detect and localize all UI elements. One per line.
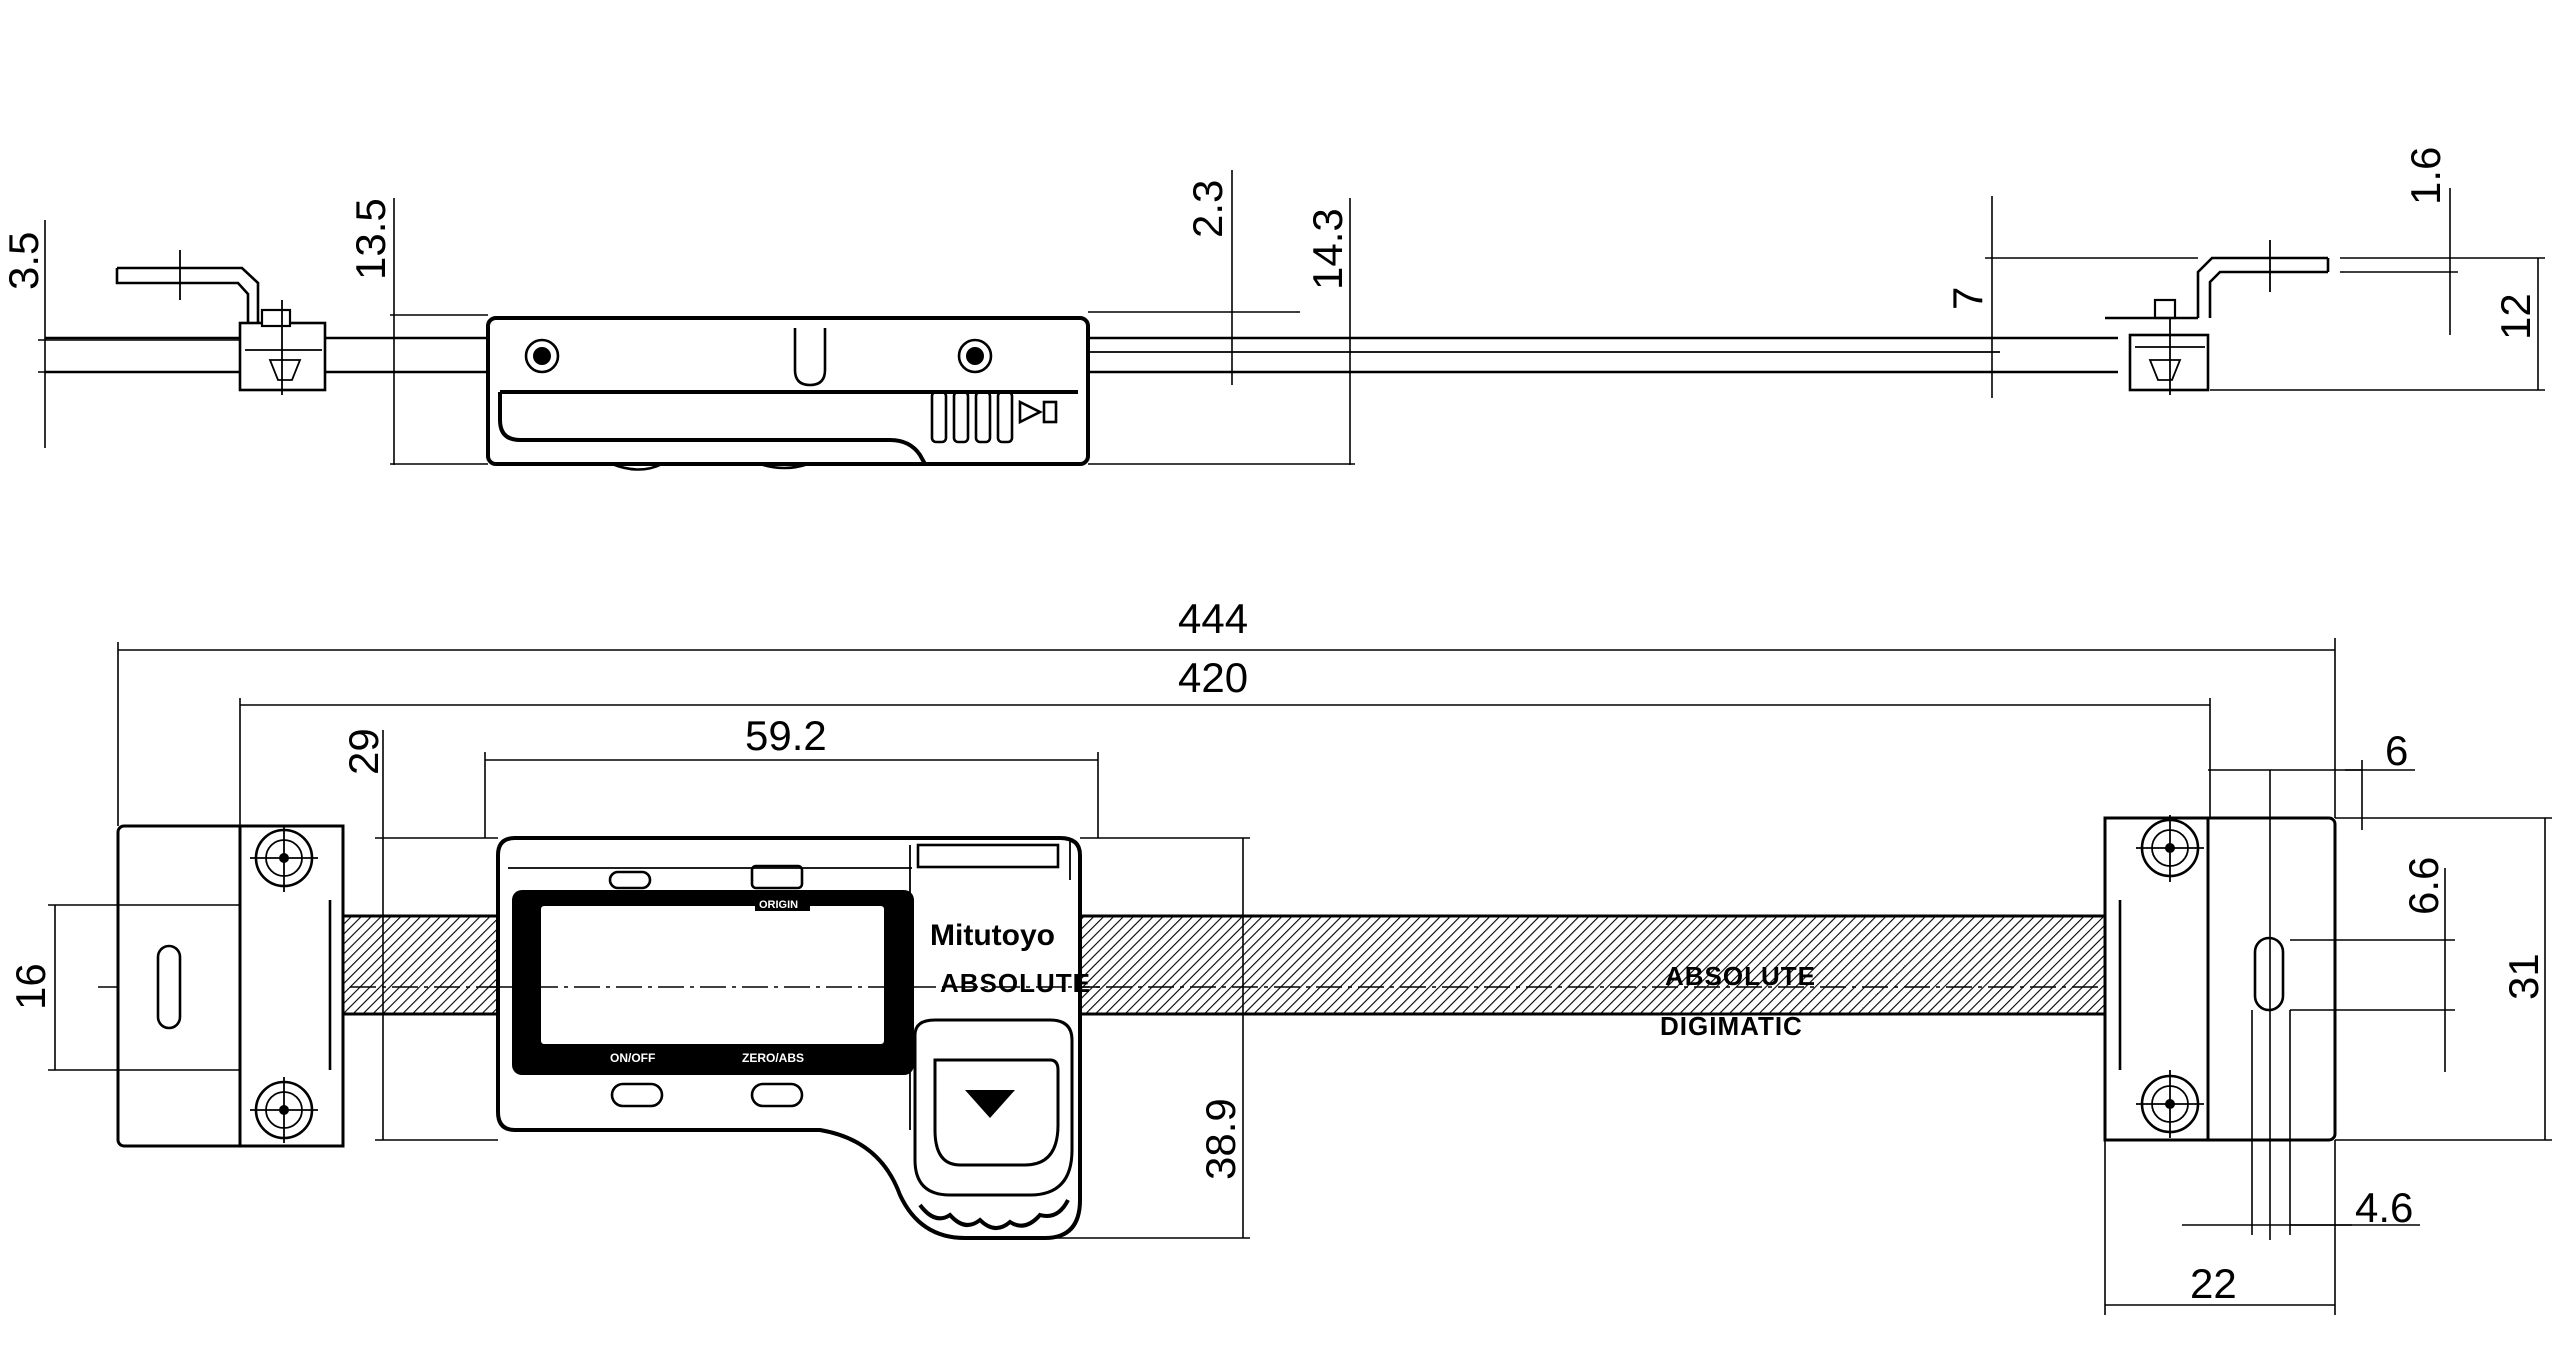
absolute-head-logo: ABSOLUTE [940,968,1091,998]
dim-31: 31 [2500,953,2547,1000]
dim-13-5: 13.5 [347,198,394,280]
front-view-dimension-lines [48,638,2552,1315]
scale-bar-front [98,914,2300,1016]
dim-3-5: 3.5 [0,232,47,290]
dim-2-3: 2.3 [1184,180,1231,238]
reading-head-front: ORIGIN ON/OFF ZERO/ABS Mitutoyo ABSOLUTE [490,836,1100,1240]
dim-14-3: 14.3 [1304,208,1351,290]
dim-444: 444 [1178,595,1248,642]
left-mounting-bracket-side [115,250,327,395]
digimatic-label: DIGIMATIC [1660,1011,1803,1041]
dim-7: 7 [1944,287,1991,310]
top-view-dimension-lines [38,170,2545,465]
right-mounting-bracket-side [2105,240,2330,395]
dim-420: 420 [1178,654,1248,701]
absolute-scale-logo: ABSOLUTE [1665,961,1816,991]
dim-16: 16 [7,963,54,1010]
dim-22: 22 [2190,1260,2237,1307]
dim-59-2: 59.2 [745,712,827,759]
dim-1-6: 1.6 [2402,147,2449,205]
dim-6: 6 [2385,727,2408,774]
front-view: ORIGIN ON/OFF ZERO/ABS Mitutoyo ABSOLUTE… [7,595,2552,1315]
dim-38-9: 38.9 [1197,1098,1244,1180]
top-view: 3.5 13.5 2.3 14.3 7 1.6 12 [0,147,2545,471]
origin-button-label: ORIGIN [759,899,798,911]
on-off-button[interactable] [610,1082,664,1108]
on-off-button-label: ON/OFF [610,1051,655,1065]
dim-12: 12 [2492,293,2539,340]
left-mounting-block [116,824,345,1148]
zero-abs-button[interactable] [750,1082,804,1108]
dim-6-6: 6.6 [2400,857,2447,915]
zero-abs-button-label: ZERO/ABS [742,1051,804,1065]
dim-29: 29 [340,728,387,775]
reading-head-side [486,316,1090,471]
mitutoyo-logo: Mitutoyo [930,919,1055,952]
right-mounting-block [2103,815,2337,1142]
dim-4-6: 4.6 [2355,1184,2413,1231]
